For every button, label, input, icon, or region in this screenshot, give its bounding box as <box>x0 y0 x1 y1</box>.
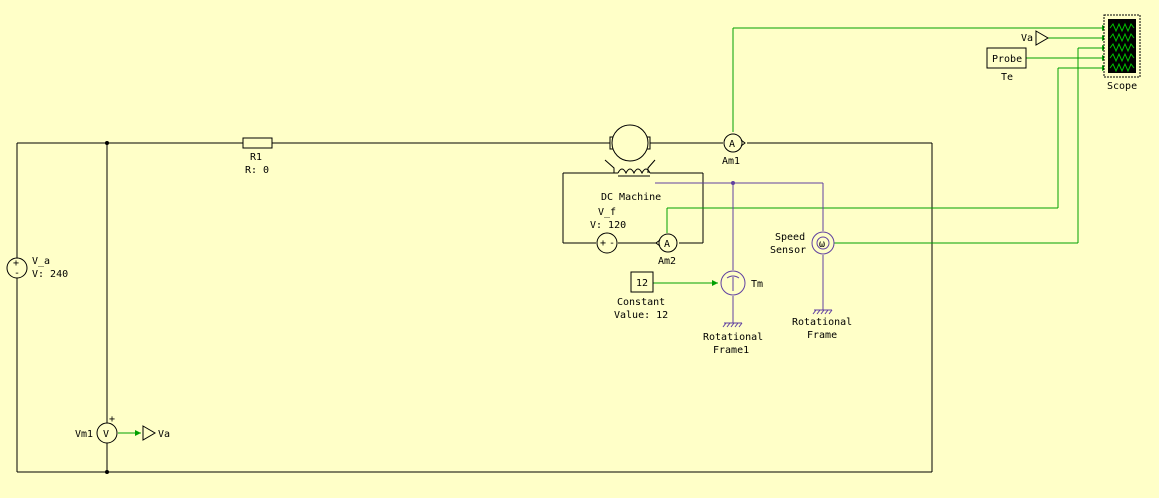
voltmeter-symbol: V <box>103 429 109 440</box>
plus-sign: + <box>600 238 606 249</box>
vf-name-label: V_f <box>598 207 616 218</box>
electrical-wires <box>16 142 933 473</box>
probe-block[interactable]: Probe Te <box>986 47 1027 83</box>
ammeter-symbol: A <box>664 239 670 250</box>
omega-symbol: ω <box>819 239 825 250</box>
voltage-source-va[interactable]: + - V_a V: 240 <box>6 256 68 280</box>
ammeter-am2[interactable]: A Am2 <box>655 233 678 267</box>
ammeter-symbol: A <box>729 139 735 150</box>
plus-sign: + <box>109 414 115 425</box>
constant-name-label: Constant <box>617 297 665 308</box>
dc-machine[interactable]: DC Machine <box>601 124 661 203</box>
vm1-label: Vm1 <box>75 429 93 440</box>
va-tag-text: Va <box>158 429 170 440</box>
rotational-frame[interactable]: Rotational Frame <box>792 309 852 341</box>
junction-dot <box>105 141 109 145</box>
scope-traces <box>1109 22 1135 73</box>
ammeter-am1[interactable]: A Am1 <box>722 133 746 167</box>
minus-sign: - <box>609 238 615 249</box>
va-tag-text: Va <box>1021 33 1033 44</box>
r1-name-label: R1 <box>250 152 262 163</box>
scope-label: Scope <box>1107 81 1137 92</box>
va-name-label: V_a <box>32 256 50 267</box>
va-label-in[interactable]: Va <box>1021 30 1049 46</box>
dc-machine-label: DC Machine <box>601 192 661 203</box>
voltmeter-vm1[interactable]: V + Vm1 <box>75 414 118 444</box>
scope-block[interactable]: Scope <box>1103 14 1141 92</box>
rot-frame-label-line1: Rotational <box>792 317 852 328</box>
constant-value-box: 12 <box>636 278 648 289</box>
speed-sensor-label-line2: Sensor <box>770 245 806 256</box>
rot-frame-label-line2: Frame <box>807 330 837 341</box>
constant-param-label: Value: 12 <box>614 310 668 321</box>
tm-label: Tm <box>751 279 763 290</box>
speed-sensor-label-line1: Speed <box>775 232 805 243</box>
mechanical-wires <box>655 182 824 323</box>
junction-dot <box>105 470 109 474</box>
voltage-source-vf[interactable]: + - V_f V: 120 <box>590 207 626 254</box>
r1-param-label: R: 0 <box>245 165 269 176</box>
resistor-r1[interactable]: R1 R: 0 <box>242 137 273 176</box>
va-label-out[interactable]: Va <box>142 425 170 441</box>
rot-frame1-label-line2: Frame1 <box>713 345 749 356</box>
rotational-frame1[interactable]: Rotational Frame1 <box>703 322 763 356</box>
plus-sign: + <box>13 258 19 269</box>
speed-sensor[interactable]: ω Speed Sensor <box>770 231 835 256</box>
am1-label: Am1 <box>722 156 740 167</box>
am2-label: Am2 <box>658 256 676 267</box>
signal-wires <box>118 27 1108 434</box>
va-param-label: V: 240 <box>32 269 68 280</box>
rot-frame1-label-line1: Rotational <box>703 332 763 343</box>
probe-label: Probe <box>992 54 1022 65</box>
te-label: Te <box>1001 72 1013 83</box>
minus-sign: - <box>14 268 20 279</box>
torque-source-tm[interactable]: Tm <box>720 270 763 296</box>
constant-block[interactable]: 12 Constant Value: 12 <box>614 271 668 321</box>
vf-param-label: V: 120 <box>590 220 626 231</box>
